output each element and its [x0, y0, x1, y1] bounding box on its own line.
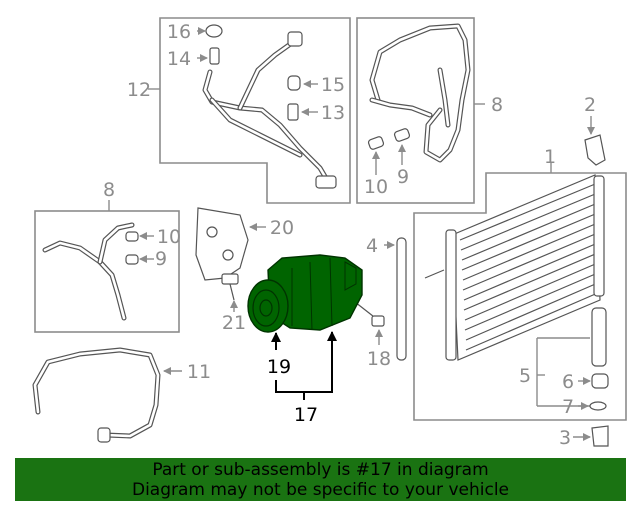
callout-18: 18 — [367, 348, 391, 370]
footer-line-2: Diagram may not be specific to your vehi… — [131, 480, 509, 500]
receiver-part-5 — [591, 307, 607, 367]
bolt-part-18 — [354, 301, 385, 345]
callout-9-upper: 9 — [397, 166, 409, 188]
cap-part-15 — [287, 75, 301, 91]
callout-8-upper: 8 — [491, 94, 503, 116]
hose-part-11 — [32, 347, 182, 443]
bracket-part-3 — [573, 425, 609, 447]
callout-16: 16 — [167, 21, 191, 43]
footer-banner: Part or sub-assembly is #17 in diagram D… — [15, 458, 626, 501]
callout-6: 6 — [562, 371, 574, 393]
callout-4: 4 — [366, 235, 378, 257]
compressor-part-17[interactable] — [247, 254, 363, 333]
tube-part-4 — [384, 237, 407, 361]
valve-part-14 — [209, 47, 220, 65]
callout-20: 20 — [270, 217, 294, 239]
callout-1: 1 — [544, 146, 556, 168]
callout-11: 11 — [187, 361, 211, 383]
callout-17: 17 — [294, 404, 318, 426]
callout-7: 7 — [562, 396, 574, 418]
bolt-part-21 — [221, 273, 239, 312]
bracket-part-20 — [195, 207, 266, 281]
box-12-hose-assembly — [148, 17, 351, 204]
footer-line-1: Part or sub-assembly is #17 in diagram — [152, 460, 489, 480]
cap-part-16 — [205, 24, 223, 38]
callout-15: 15 — [321, 74, 345, 96]
condenser-fins — [459, 181, 601, 351]
box-8-upper-hose — [356, 17, 485, 204]
ring-part-7 — [589, 401, 607, 411]
callout-12: 12 — [127, 79, 151, 101]
valve-part-13 — [287, 103, 299, 121]
callout-10-upper: 10 — [364, 176, 388, 198]
box-8-lower-hose — [34, 200, 180, 333]
box-1-condenser — [413, 163, 627, 421]
callout-14: 14 — [167, 48, 191, 70]
callout-2: 2 — [584, 94, 596, 116]
callout-5: 5 — [519, 365, 531, 387]
callout-21: 21 — [222, 312, 246, 334]
callout-13: 13 — [321, 102, 345, 124]
bracket-part-2 — [584, 116, 606, 166]
callout-3: 3 — [559, 427, 571, 449]
callout-9-lower: 9 — [155, 248, 167, 270]
callout-labels: 1 2 3 4 5 6 7 8 8 9 9 10 10 11 12 13 14 … — [103, 21, 596, 449]
callout-8-lower: 8 — [103, 179, 115, 201]
callout-10-lower: 10 — [157, 226, 181, 248]
callout-19: 19 — [267, 356, 291, 378]
plug-part-6 — [591, 373, 609, 389]
